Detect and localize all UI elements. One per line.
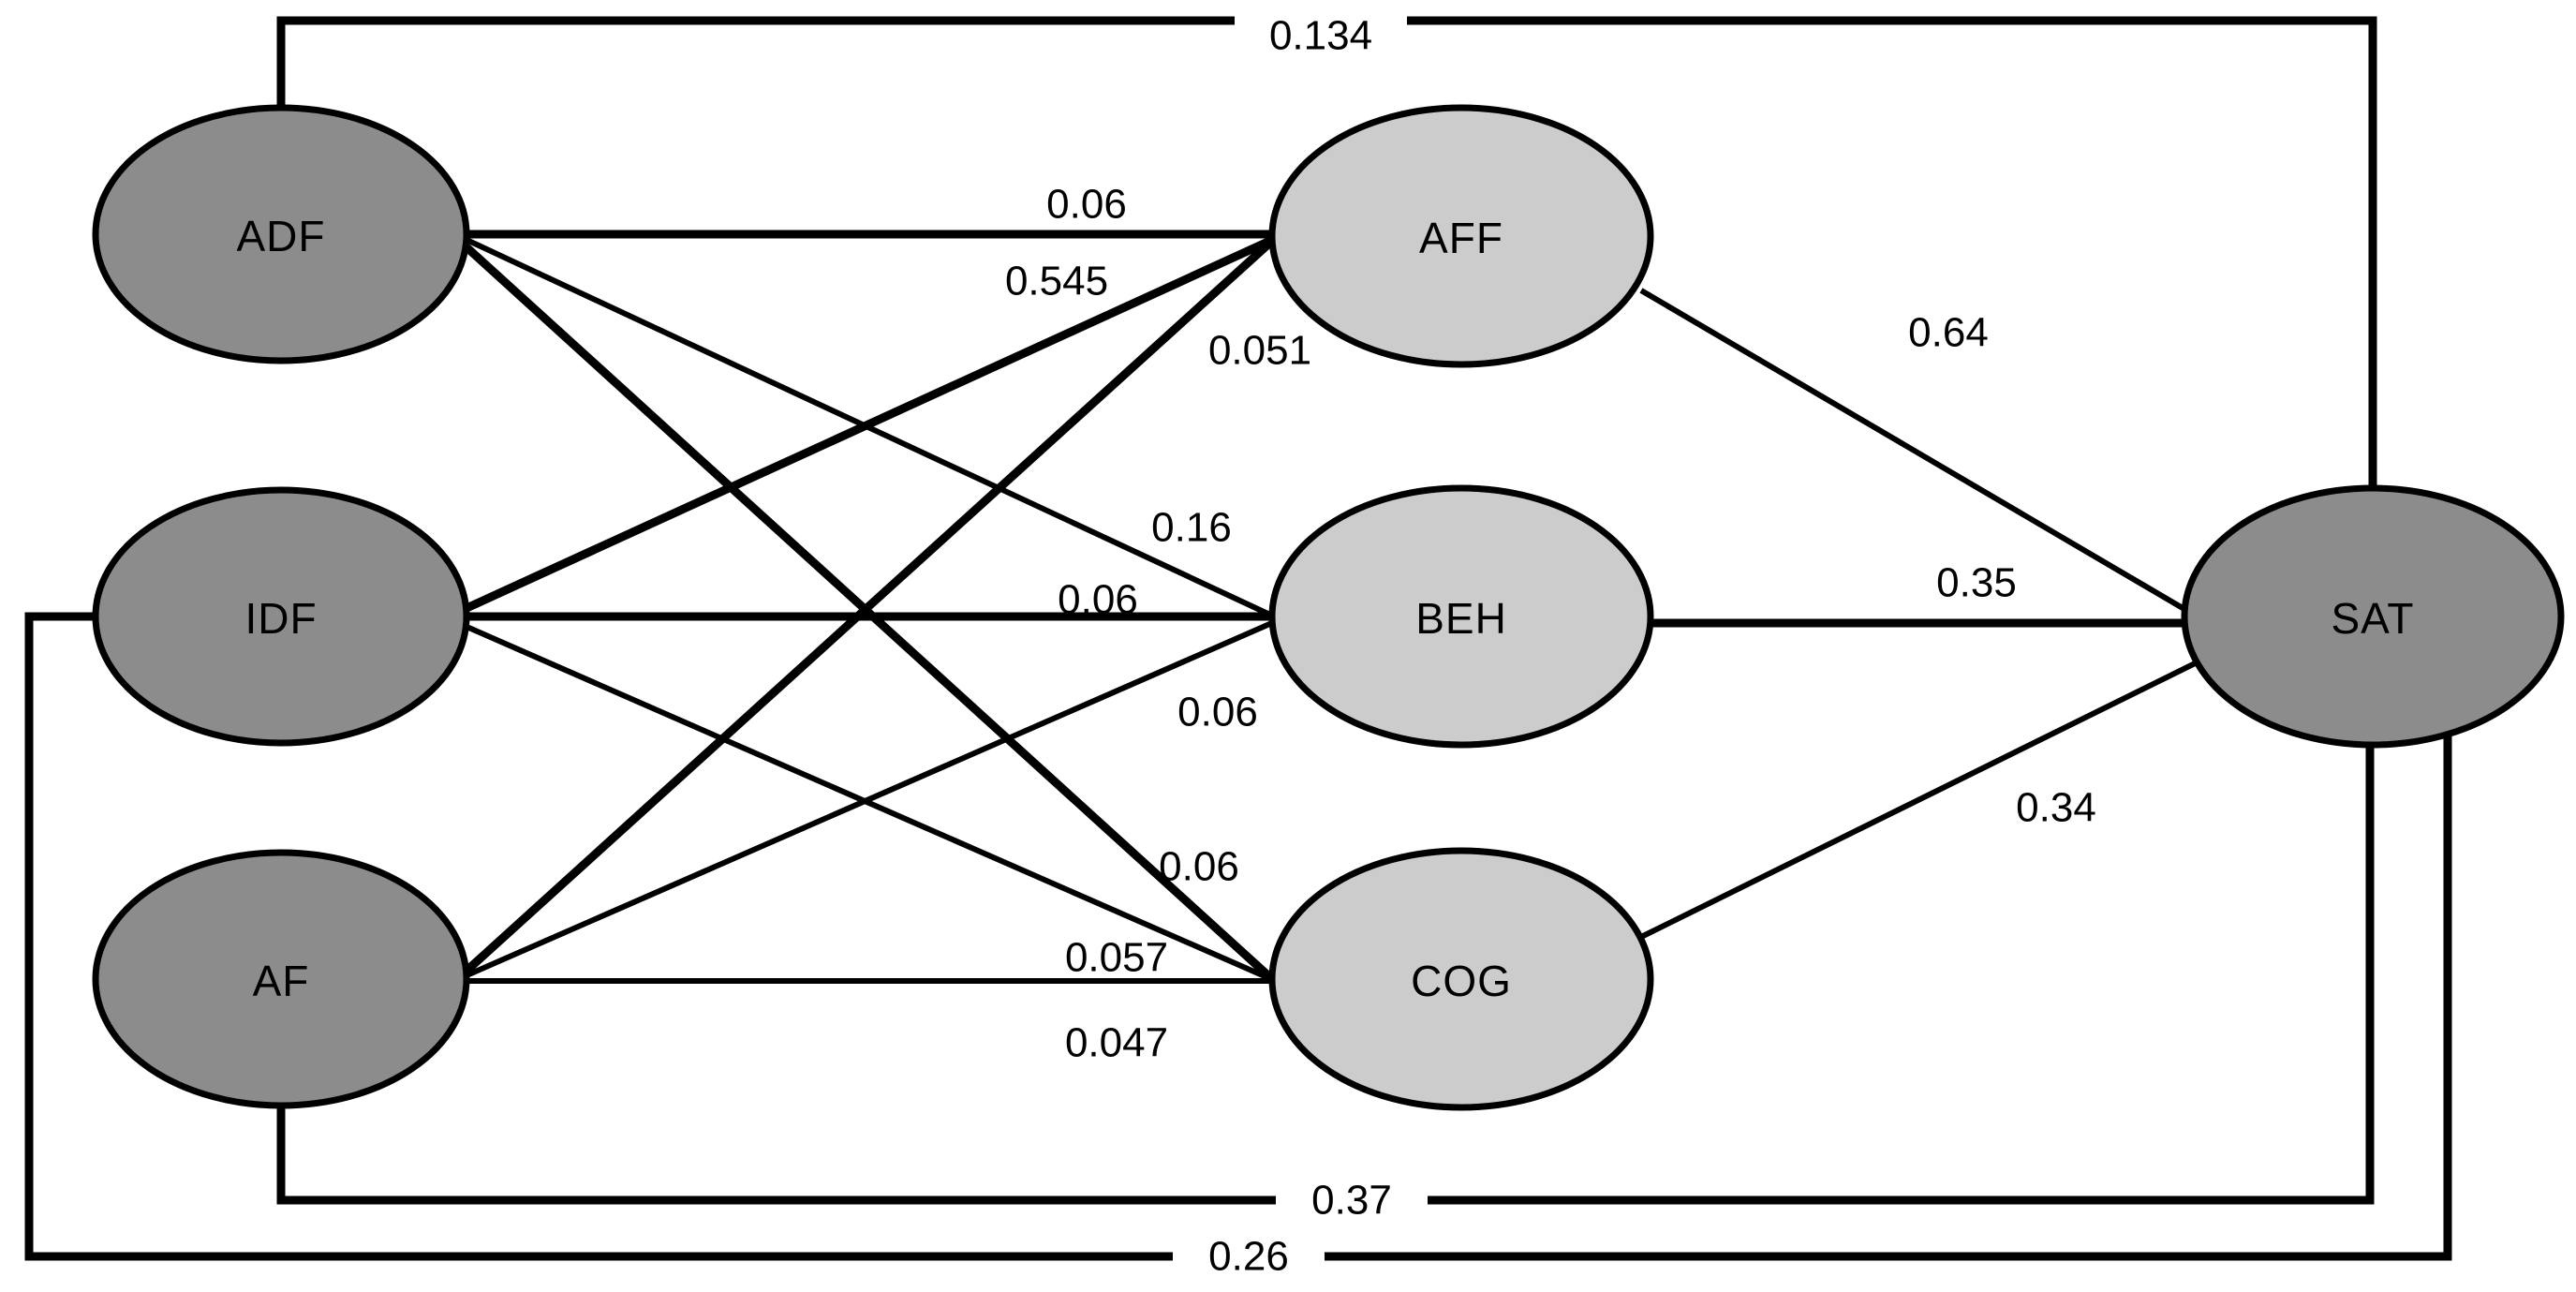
edge-adf-aff: 0.06	[465, 182, 1274, 239]
edge-label-cog-sat: 0.34	[2016, 785, 2096, 831]
node-label-cog: COG	[1411, 957, 1512, 1005]
edge-label-bg-idf-sat	[1173, 1232, 1325, 1279]
node-shape-cog[interactable]	[1268, 847, 1654, 1111]
node-label-sat: SAT	[2331, 594, 2414, 643]
edge-af-beh: 0.06	[463, 619, 1276, 979]
edge-label-adf-aff: 0.06	[1046, 182, 1127, 228]
edge-af-aff: 0.051	[461, 238, 1311, 976]
node-shape-adf[interactable]	[92, 104, 470, 364]
edge-beh-sat: 0.35	[1649, 560, 2248, 628]
edge-label-adf-sat: 0.134	[1269, 13, 1372, 59]
edge-label-af-cog: 0.047	[1065, 1020, 1168, 1066]
node-shape-sat[interactable]	[2181, 484, 2565, 749]
edge-label-adf-cog: 0.06	[1159, 844, 1239, 890]
node-label-aff: AFF	[1419, 214, 1503, 262]
edge-path-af-aff	[461, 238, 1275, 976]
node-idf[interactable]: IDF	[92, 486, 470, 747]
node-aff[interactable]: AFF	[1268, 104, 1654, 368]
edge-aff-sat: 0.64	[1639, 288, 2250, 649]
node-label-beh: BEH	[1415, 594, 1507, 643]
edge-label-idf-aff: 0.545	[1005, 259, 1108, 304]
node-label-adf: ADF	[237, 212, 326, 260]
node-sat[interactable]: SAT	[2181, 484, 2565, 749]
edge-path-cog-sat	[1639, 634, 2250, 940]
edge-label-adf-beh: 0.16	[1151, 505, 1232, 551]
node-beh[interactable]: BEH	[1268, 484, 1654, 749]
edge-label-idf-sat: 0.26	[1208, 1234, 1289, 1280]
node-shape-beh[interactable]	[1268, 484, 1654, 749]
edge-label-bg-adf-sat	[1235, 13, 1407, 58]
edge-idf-beh: 0.06	[465, 577, 1274, 623]
edge-cog-sat: 0.34	[1639, 634, 2250, 940]
edge-label-af-sat: 0.37	[1311, 1178, 1392, 1224]
node-shape-aff[interactable]	[1268, 104, 1654, 368]
node-shape-idf[interactable]	[92, 486, 470, 747]
edge-label-aff-sat: 0.64	[1908, 310, 1989, 356]
node-cog[interactable]: COG	[1268, 847, 1654, 1111]
edge-label-af-beh: 0.06	[1177, 690, 1258, 735]
edge-label-idf-cog: 0.057	[1065, 935, 1168, 981]
edge-label-bg-af-sat	[1276, 1176, 1428, 1223]
edge-af-cog: 0.047	[465, 978, 1272, 1066]
node-af[interactable]: AF	[92, 849, 470, 1109]
edge-path-idf-aff	[463, 235, 1274, 614]
edge-label-af-aff: 0.051	[1208, 328, 1311, 374]
node-shape-af[interactable]	[92, 849, 470, 1109]
edge-path-af-beh	[463, 619, 1276, 979]
edge-label-beh-sat: 0.35	[1936, 560, 2017, 606]
edge-path-aff-sat	[1639, 288, 2250, 649]
edge-idf-aff: 0.545	[463, 235, 1274, 614]
node-adf[interactable]: ADF	[92, 104, 470, 364]
node-label-af: AF	[253, 957, 310, 1005]
node-label-idf: IDF	[244, 594, 317, 643]
edge-label-idf-beh: 0.06	[1058, 577, 1138, 623]
